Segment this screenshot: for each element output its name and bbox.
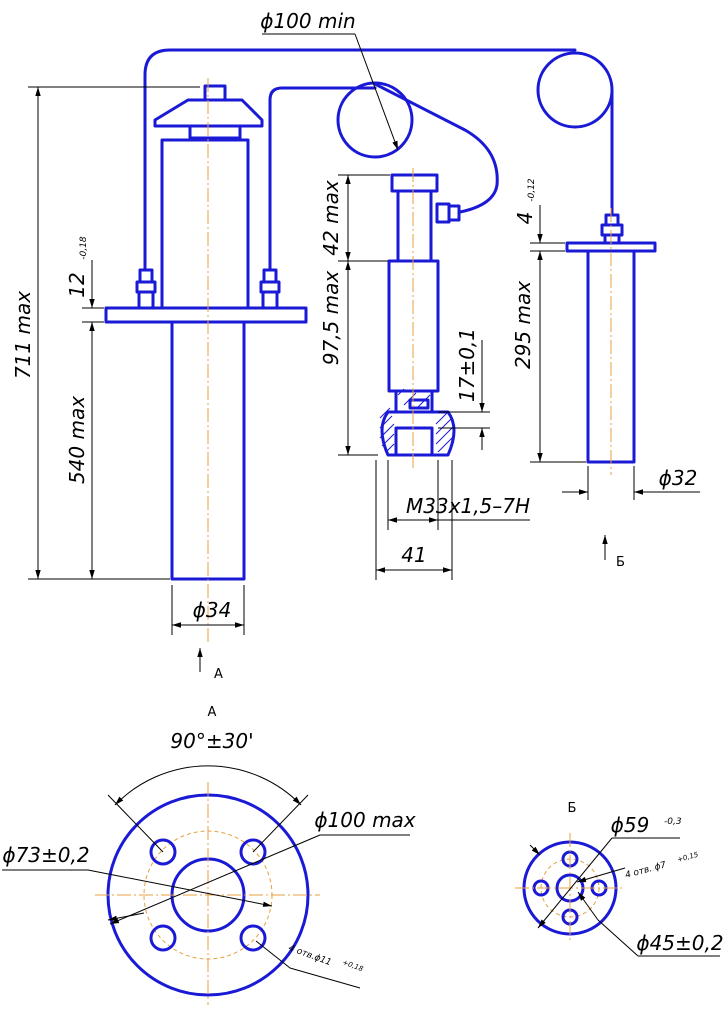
flange-a-holes-tol: +0,18: [341, 958, 364, 973]
dim-hex-41: 41: [401, 543, 426, 567]
dim-height-42: 42 max: [319, 180, 343, 256]
flange-a-angle: 90°±30': [170, 729, 253, 753]
sensor-3: [565, 208, 657, 475]
view-arrow-b-label: Б: [616, 555, 625, 570]
flange-a-holes: 4 отв.ϕ11: [287, 943, 333, 968]
gland-right: [259, 268, 281, 310]
dim-pulley-dia: ϕ100 min: [260, 9, 355, 33]
view-a-title: А: [208, 705, 217, 720]
dims-sensor-2: [338, 174, 530, 580]
dim-height-97: 97,5 max: [319, 271, 343, 366]
gland-left: [135, 268, 157, 310]
dim-flange-2-tol: -0,12: [527, 178, 537, 202]
dim-dia-32: ϕ32: [659, 466, 698, 490]
dim-dia-34: ϕ34: [193, 598, 232, 622]
view-arrow-a-label: А: [214, 667, 223, 682]
dims-sensor-1: [28, 86, 245, 635]
cable-outer: [143, 48, 614, 272]
dim-flange-1: 12: [65, 272, 89, 297]
flange-a-outer-dia: ϕ100 max: [314, 808, 415, 832]
dims-sensor-3: [530, 205, 700, 500]
dim-thread: M33x1,5–7H: [406, 494, 530, 518]
dim-immersion-2: 295 max: [511, 281, 535, 369]
dim-flange-1-tol: -0,18: [79, 236, 89, 260]
flange-b-outer-tol: -0,3: [664, 817, 682, 827]
flange-b: [515, 833, 720, 957]
view-b-title: Б: [568, 801, 577, 816]
flange-b-holes: 4 отв. ϕ7: [624, 860, 667, 881]
dim-immersion-1: 540 max: [65, 396, 89, 484]
dim-total-height: 711 max: [11, 291, 35, 379]
flange-a-bolt-circle: ϕ73±0,2: [2, 843, 89, 867]
sensor-1: [104, 78, 308, 645]
dims-pulley: [262, 33, 399, 151]
flange-b-holes-tol: +0,15: [676, 851, 699, 864]
dim-17: 17±0,1: [455, 328, 479, 402]
flange-b-outer-dia: ϕ59: [611, 813, 650, 837]
flange-a: [2, 765, 410, 1005]
sensor-2: [379, 168, 461, 470]
flange-b-bolt-circle: ϕ45±0,2: [636, 931, 723, 955]
cable-inner: [268, 81, 499, 272]
dim-flange-2: 4: [513, 212, 537, 225]
